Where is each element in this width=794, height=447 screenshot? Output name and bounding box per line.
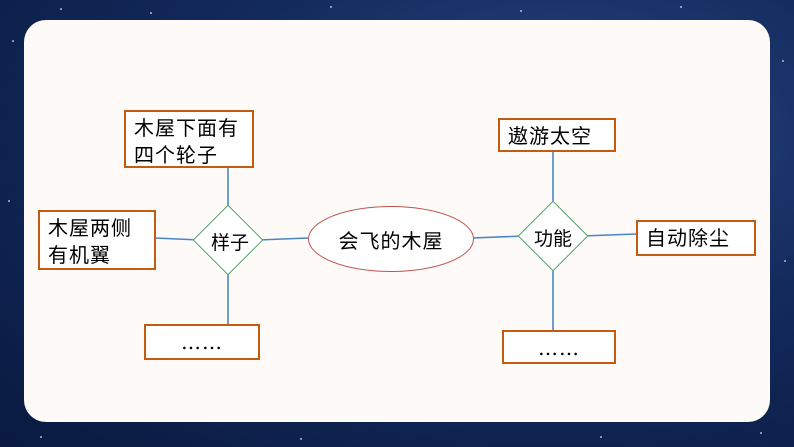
star <box>330 6 332 8</box>
central-topic-label: 会飞的木屋 <box>338 228 444 253</box>
star <box>300 438 302 440</box>
star <box>680 6 682 8</box>
right-node-label: 功能 <box>533 228 572 250</box>
right-top-branch-box: 遨游太空 <box>498 118 616 152</box>
connector-line <box>581 233 637 237</box>
star <box>760 432 762 434</box>
left-top-branch-box: 木屋下面有 四个轮子 <box>124 110 254 168</box>
star <box>782 60 784 62</box>
star <box>12 40 14 42</box>
star <box>40 436 42 438</box>
star <box>600 436 602 438</box>
connector-line <box>471 235 525 239</box>
left-bottom-branch-box: …… <box>144 324 260 360</box>
star <box>150 12 152 14</box>
left-node-label: 样子 <box>210 232 249 254</box>
right-bottom-branch-box: …… <box>502 330 616 364</box>
star <box>60 8 62 10</box>
left-side-branch-box: 木屋两侧 有机翼 <box>38 210 156 270</box>
star <box>520 10 522 12</box>
star <box>784 260 786 262</box>
star <box>8 200 10 202</box>
connector-line <box>154 237 201 241</box>
connector-line <box>257 237 309 241</box>
central-topic-ellipse: 会飞的木屋 <box>308 206 474 272</box>
right-side-branch-box: 自动除尘 <box>636 220 756 256</box>
